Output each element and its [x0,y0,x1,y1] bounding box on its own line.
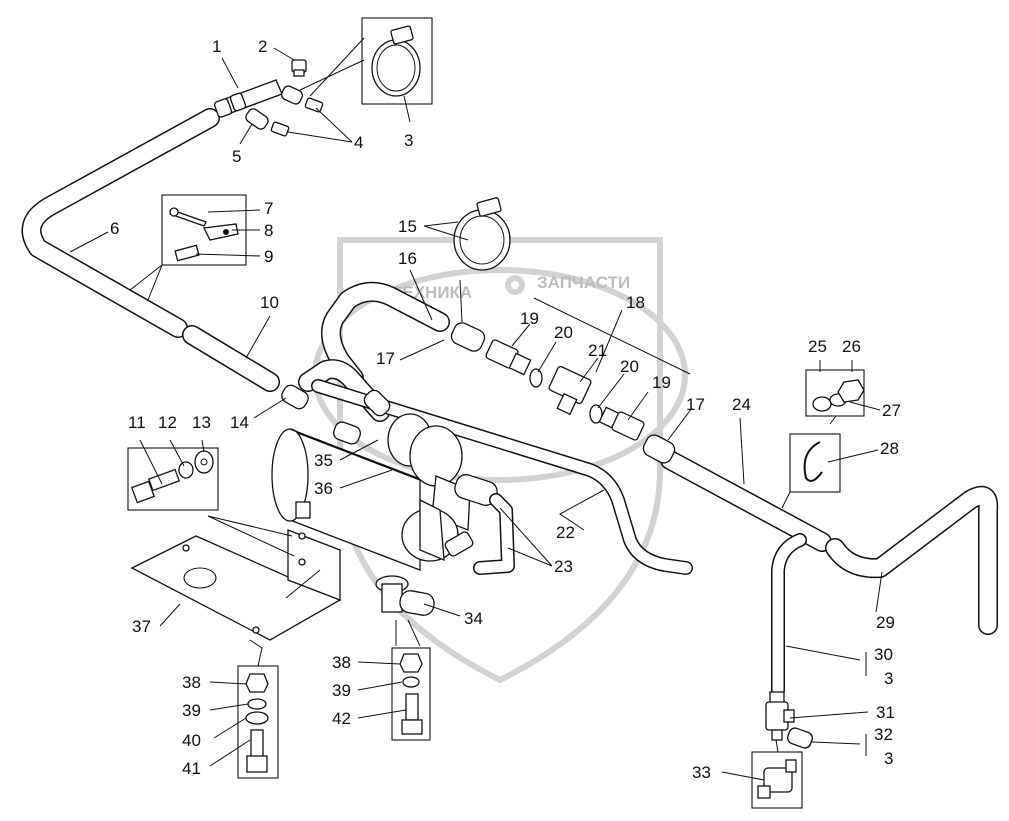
watermark-gear-icon [505,275,525,295]
sleeve-near-35 [363,389,391,417]
nipple-4a [304,97,324,113]
callout-5: 5 [232,147,241,166]
hose-10 [182,325,280,392]
box-25-27 [805,369,865,417]
callout-17b: 17 [686,395,705,414]
callout-3: 3 [404,131,413,150]
bracket-37 [130,529,342,641]
box-38-41 [237,665,279,779]
callout-1: 1 [212,37,221,56]
callout-20b: 20 [620,357,639,376]
callout-19a: 19 [520,309,539,328]
callout-38a: 38 [182,673,201,692]
callout-35: 35 [314,451,333,470]
callout-25: 25 [808,337,827,356]
callout-18: 18 [626,293,645,312]
tee-31 [765,691,795,741]
sleeve-32 [787,727,813,749]
leader-lines [69,37,883,781]
sleeve-14 [281,384,309,410]
callout-21: 21 [588,341,607,360]
hose-6 [21,108,220,338]
nipple-4b [270,121,290,137]
hose-16-lower [298,359,390,422]
heater-body [271,413,515,575]
sleeve-near-heater [333,421,361,445]
callout-14: 14 [230,413,249,432]
callout-19b: 19 [652,373,671,392]
callout-16: 16 [398,249,417,268]
watermark-right-text: ЗАПЧАСТИ [537,273,630,292]
callout-12: 12 [158,413,177,432]
clamp-15 [453,197,511,271]
callout-20a: 20 [554,323,573,342]
callout-28: 28 [880,439,899,458]
exhaust-34 [375,575,435,616]
callout-34: 34 [464,609,483,628]
callout-11: 11 [128,413,146,432]
callout-37: 37 [132,617,151,636]
callout-10: 10 [260,293,279,312]
tee-fitting-1 [213,79,283,118]
box-38-42 [391,647,431,741]
callout-30-qty: 3 [884,669,893,688]
hose-30 [771,533,807,697]
callout-39b: 39 [332,681,351,700]
sleeve-near-1 [280,85,304,105]
hose-22 [311,379,693,575]
callout-17a: 17 [376,349,395,368]
callout-29: 29 [876,613,895,632]
callout-36: 36 [314,479,333,498]
callout-32: 32 [874,725,893,744]
callout-40: 40 [182,731,201,750]
callout-27: 27 [882,401,901,420]
clamp-3-box [361,17,433,105]
callout-labels: 1 2 3 4 5 6 7 8 9 10 11 12 13 14 15 16 1… [110,37,901,782]
sleeve-5 [245,108,269,130]
washer-20b [589,404,603,424]
callout-31: 31 [876,703,895,722]
box-33 [751,751,803,809]
callout-15: 15 [398,217,417,236]
callout-22: 22 [556,523,575,542]
callout-13: 13 [192,413,211,432]
callout-24: 24 [732,395,751,414]
callout-42: 42 [332,709,351,728]
callout-6: 6 [110,219,119,238]
callout-9: 9 [264,247,273,266]
sleeve-17b [642,434,676,464]
tee-21 [548,365,592,416]
callout-7: 7 [264,199,273,218]
callout-39a: 39 [182,701,201,720]
box-28 [789,433,841,493]
callout-4: 4 [354,133,363,152]
callout-38b: 38 [332,653,351,672]
callout-26: 26 [842,337,861,356]
washer-20a [529,368,543,388]
callout-8: 8 [264,221,273,240]
plug-2 [291,59,307,77]
callout-23: 23 [554,557,573,576]
callout-33: 33 [692,763,711,782]
hose-16-upper [321,281,450,388]
hose-29 [825,485,999,635]
callout-30: 30 [874,645,893,664]
callout-32-qty: 3 [884,749,893,768]
fitting-19a [485,339,532,376]
hose-24 [660,450,832,552]
callout-41: 41 [182,759,201,778]
fitting-19b [598,406,645,441]
callout-2: 2 [258,37,267,56]
bolt-box-11-13 [127,447,219,511]
sleeve-17a [450,322,486,352]
